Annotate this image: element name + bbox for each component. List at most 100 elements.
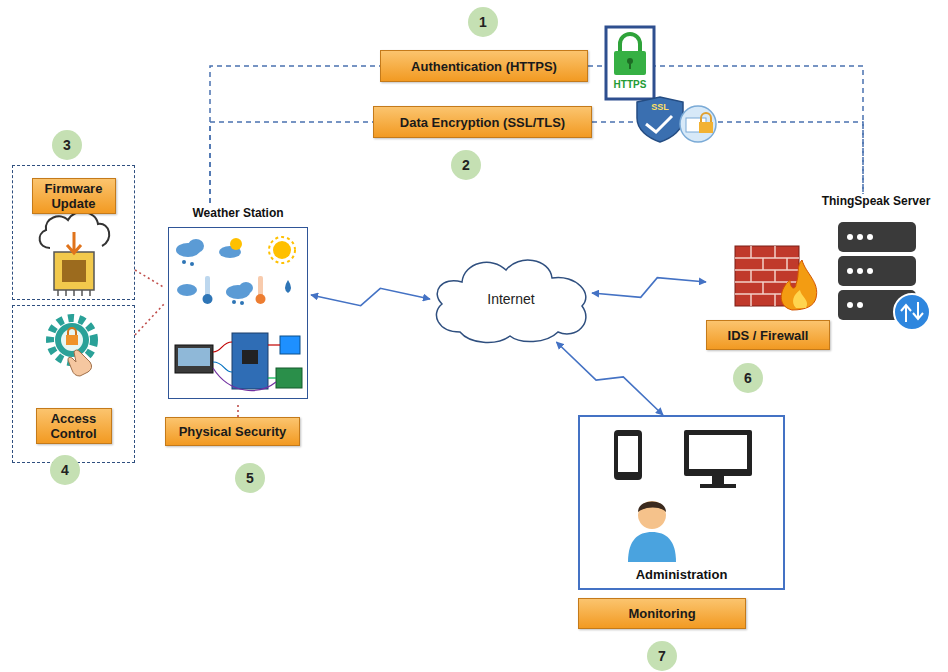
node-text: Access Control (36, 408, 112, 444)
firewall-icon-part (781, 260, 816, 310)
server-icon-part (838, 256, 916, 286)
firewall-icon-part-part (750, 270, 752, 282)
dotted-leader (135, 303, 165, 335)
admin-devices-icon-part (638, 501, 666, 529)
weather-station-illustration-part (258, 276, 263, 296)
callout-number: 6 (733, 363, 763, 393)
weather-station-illustration-part-part (213, 362, 232, 372)
weather-station: Weather Station (165, 203, 311, 402)
firmware-cloud-chip-icon-part (54, 252, 94, 290)
callout-number: 3 (52, 130, 82, 160)
access-control-gear-icon-part (68, 350, 92, 376)
ssl-shield-icon-part (699, 122, 713, 133)
weather-station-illustration-part (285, 280, 291, 293)
internet-cloud: Internet (430, 252, 592, 346)
node-text: Physical Security (179, 424, 287, 439)
weather-station-illustration-part (175, 345, 213, 373)
server-icon-part (901, 302, 923, 322)
node-text: Data Encryption (SSL/TLS) (400, 115, 565, 130)
ssl-shield-icon-part (680, 106, 716, 142)
access-control-gear-icon-part (61, 329, 83, 351)
weather-station-illustration-part-part (268, 344, 280, 345)
weather-station-illustration-part (205, 276, 210, 296)
https-lock-icon-part (614, 51, 646, 75)
security-box: Physical Security (165, 417, 300, 446)
node-text: Monitoring (628, 606, 695, 621)
ssl-shield-icon (637, 97, 716, 142)
weather-station-illustration-part-part (213, 368, 276, 390)
server-icon-part-part (857, 302, 863, 308)
weather-station-illustration-part (232, 333, 268, 389)
server-icon-part (847, 234, 873, 308)
firmware-cloud-chip-icon-part-part (89, 290, 91, 296)
server: ThingSpeak Server (808, 194, 944, 334)
server-icon (838, 222, 930, 330)
admin-devices-icon-part (700, 484, 736, 488)
weather-station-illustration-part-part (188, 239, 204, 253)
weather-station-illustration-part (203, 294, 213, 304)
weather-station-illustration-part-part (232, 300, 236, 304)
firewall-icon-part-part (762, 282, 764, 294)
firewall-icon-part-part (774, 246, 776, 258)
dotted-leader (135, 270, 165, 288)
firmware-cloud-chip-icon-part (58, 290, 90, 296)
node-text: Administration (580, 567, 783, 582)
https-lock-icon-part (606, 27, 654, 99)
callout-number: 2 (451, 150, 481, 180)
https-lock-icon (606, 27, 654, 99)
node-text: IDS / Firewall (706, 320, 830, 350)
weather-station-illustration-part-part (239, 282, 253, 294)
server-icon-part-part (847, 234, 853, 240)
weather-station-illustration-part (273, 241, 291, 259)
firmware-cloud-chip-icon-part-part (73, 290, 75, 296)
node-text: ThingSpeak Server (808, 194, 944, 208)
weather-station-illustration-part-part (177, 284, 197, 296)
weather-station-illustration-part (269, 237, 295, 263)
admin-devices-icon-part (712, 476, 724, 484)
server-icon-part-part (847, 268, 853, 274)
secure-channel-line (592, 122, 863, 194)
server-icon-part-part (857, 234, 863, 240)
server-icon-part-part (857, 268, 863, 274)
https-lock-icon-part (620, 34, 640, 52)
access-control-gear-icon-part (55, 323, 89, 357)
callout-number: 5 (235, 463, 265, 493)
network-link (592, 278, 706, 298)
access-control-gear-icon-part (68, 328, 76, 336)
firmware-cloud-chip-icon-part (62, 260, 86, 282)
admin-devices-icon-part (689, 435, 747, 469)
admin-devices-icon (614, 430, 752, 562)
node-text: Firmware Update (32, 178, 116, 214)
weather-station-illustration-part-part (182, 260, 186, 264)
weather-station-illustration-part (230, 238, 242, 250)
callout-number: 1 (468, 7, 498, 37)
icon-label: SSL (644, 100, 676, 114)
firewall-icon-part-part (735, 269, 799, 271)
firmware-group: Firmware Update (12, 165, 135, 300)
access-control-group: Access Control (12, 305, 135, 463)
firewall: IDS / Firewall (706, 236, 830, 350)
firewall-icon-part-part (735, 257, 799, 259)
firmware-cloud-chip-icon-part-part (57, 290, 59, 296)
weather-station-illustration-part (178, 348, 210, 366)
weather-station-illustration-part (213, 342, 280, 390)
firewall-icon-part-part (750, 246, 752, 258)
firewall-icon-part (793, 290, 807, 308)
secure-channel-line (210, 122, 373, 203)
weather-station-illustration-part-part (268, 377, 276, 378)
weather-station-illustration-part (280, 336, 300, 354)
dotted-leader (237, 402, 239, 417)
weather-station-illustration-part (256, 294, 266, 304)
firmware-cloud-chip-icon (40, 212, 110, 296)
ssl-shield-icon-part (637, 97, 683, 142)
weather-station-illustration-part (176, 239, 253, 299)
server-icon-part-part (867, 234, 873, 240)
secure-channel-line (210, 66, 380, 203)
weather-station-illustration-part (182, 260, 244, 305)
https-lock-icon-part (629, 62, 631, 69)
network-link (556, 342, 663, 415)
server-icon-part-part (867, 268, 873, 274)
firewall-icon-part-part (774, 270, 776, 282)
icon-label: HTTPS (607, 78, 653, 92)
